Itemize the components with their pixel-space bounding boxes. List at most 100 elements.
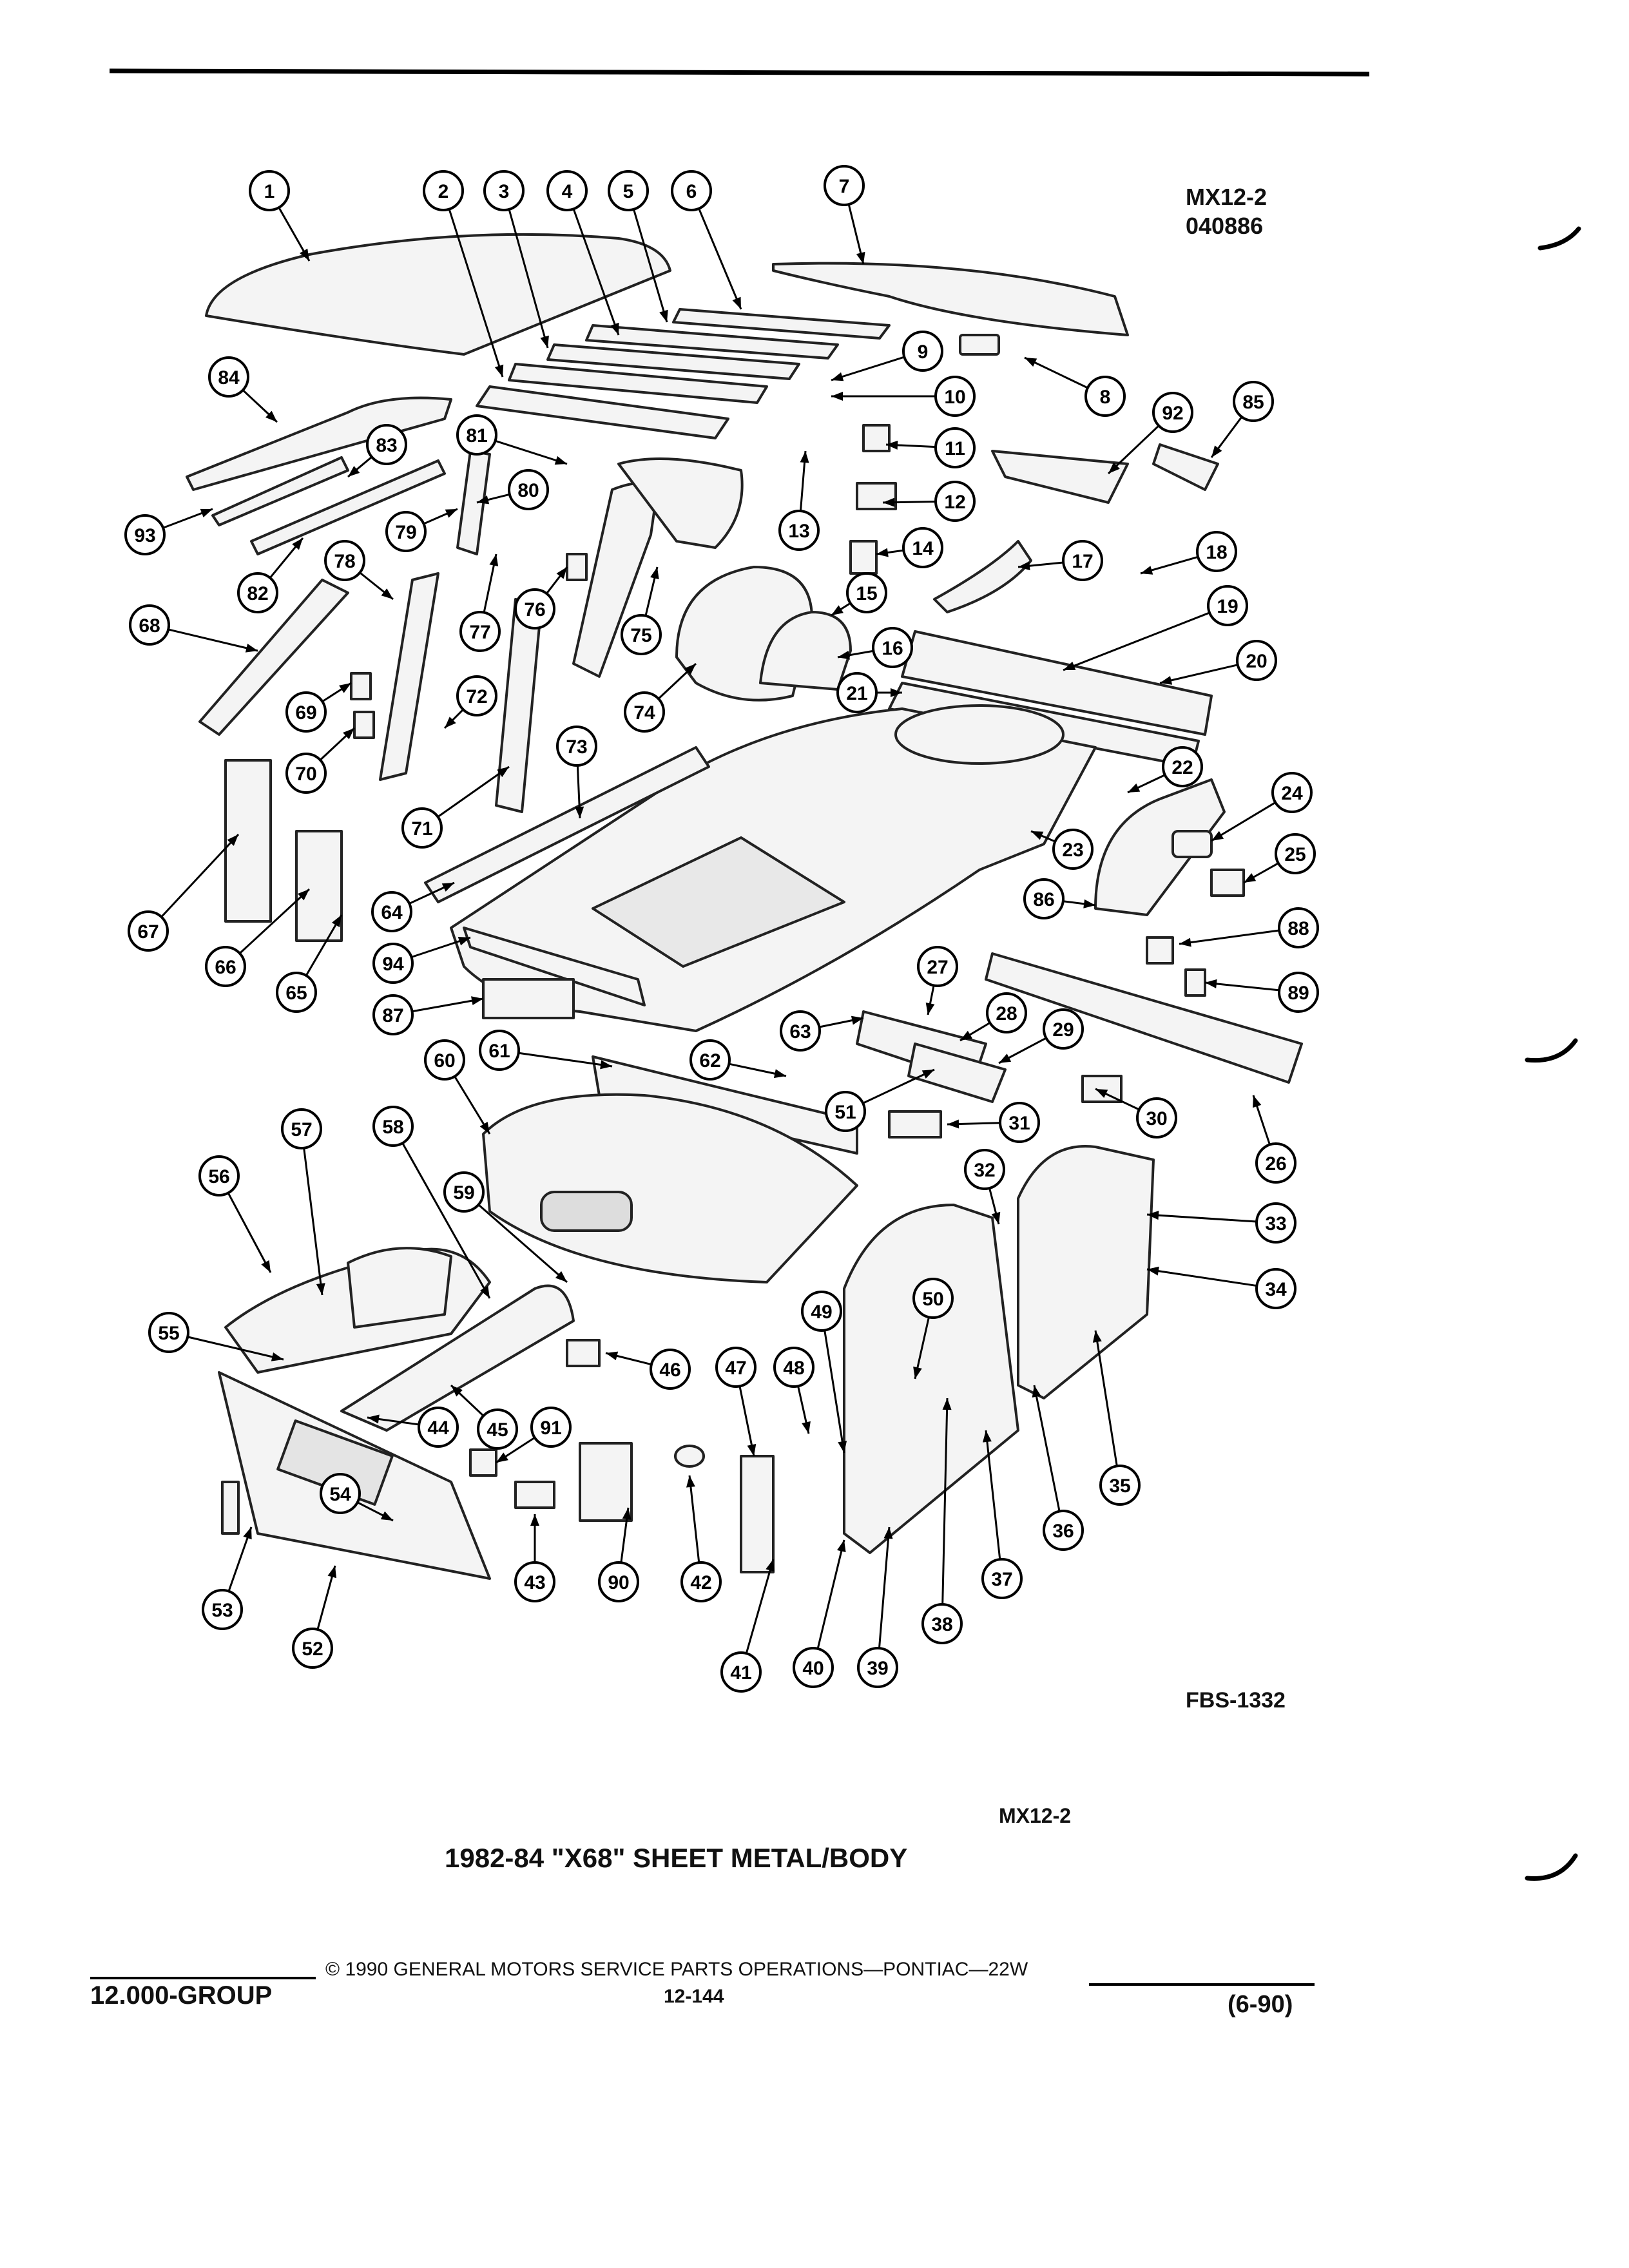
callout-4: 4 [546,170,620,336]
callout-circle [285,691,327,733]
callout-arrowhead [1253,1095,1262,1108]
rear-quarter-upper [933,540,1032,613]
callout-circle [671,170,712,211]
callout-arrowhead [1031,831,1044,840]
callout-40: 40 [793,1539,846,1688]
front-floor-sill [463,927,646,1006]
rear-floor-bracket [1081,1075,1123,1103]
callout-number: 74 [633,702,655,724]
callout-26: 26 [1252,1095,1296,1184]
lower-brace [221,1481,240,1535]
callout-number: 52 [302,1639,323,1660]
callout-circle [964,1149,1005,1190]
callout-leader [168,628,258,652]
callout-number: 91 [540,1418,561,1439]
front-pillar-upper [456,450,491,555]
callout-86: 86 [1023,878,1096,919]
callout-50: 50 [912,1278,954,1379]
dash-heater-opening [540,1191,633,1232]
callout-circle [372,994,414,1035]
callout-54: 54 [320,1473,394,1522]
callout-63: 63 [780,1010,864,1052]
floor-tunnel [592,836,845,968]
callout-leader [227,1192,272,1273]
callout-number: 18 [1206,542,1227,563]
callout-47: 47 [715,1347,757,1457]
callout-6: 6 [671,170,742,310]
callout-arrowhead [200,508,213,517]
callout-circle [443,1171,485,1213]
callout-leader [303,1148,323,1296]
callout-arrowhead [555,1271,567,1282]
callout-arrowhead [496,1452,508,1463]
callout-circle [479,1030,520,1071]
callout-number: 16 [882,638,903,659]
callout-leader [1179,929,1280,945]
callout-arrowhead [851,1015,863,1025]
callout-41: 41 [720,1559,775,1693]
footer-group: 12.000-GROUP [90,1981,273,2010]
callout-number: 85 [1242,392,1264,413]
callout-number: 86 [1033,889,1054,910]
callout-circle [148,1312,189,1353]
callout-arrowhead [876,548,889,557]
callout-leader [1063,611,1210,671]
callout-76: 76 [514,566,568,629]
callout-circle [621,614,662,655]
callout-arrowhead [451,1385,463,1397]
callout-circle [773,1347,815,1388]
part-drawings [186,233,1303,1580]
cowl-side-duct [907,1043,1007,1103]
callout-arrowhead [1018,561,1030,571]
callout-circle [1152,392,1193,433]
callout-10: 10 [831,376,976,417]
callout-number: 83 [376,435,397,456]
callout-number: 77 [469,622,490,643]
callout-number: 60 [434,1050,455,1072]
callout-leader [816,1539,845,1649]
callout-74: 74 [624,662,697,733]
callout-2: 2 [423,170,504,378]
callout-arrowhead [999,1053,1012,1063]
callout-circle [477,1408,518,1450]
callout-arrowhead [1092,1331,1102,1343]
callout-circle [483,170,525,211]
fbs-code: FBS-1332 [1186,1688,1286,1713]
callout-circle [508,469,549,510]
callout-number: 6 [686,181,697,202]
roof-panel [205,233,671,356]
rear-header-panel [991,450,1129,504]
callout-34: 34 [1146,1266,1296,1309]
callout-number: 81 [466,425,487,447]
callout-circle [650,1349,691,1390]
callout-49: 49 [801,1291,847,1454]
callout-circle [1278,907,1319,948]
callout-number: 93 [134,525,155,546]
callout-leader [745,1559,775,1654]
callout-arrowhead [773,1069,786,1079]
callout-circle [530,1407,572,1448]
callout-arrowhead [838,650,850,660]
callout-circle [912,1278,954,1319]
callout-circle [459,611,501,652]
callout-leader [305,914,343,976]
callout-number: 59 [453,1182,474,1204]
tail-lamp-lens [1210,869,1245,897]
callout-number: 68 [139,615,160,637]
roof-bow [508,363,768,404]
callout-number: 15 [856,583,877,604]
callout-arrowhead [686,1475,695,1488]
callout-circle [824,165,865,206]
callout-arrowhead [367,1414,380,1424]
rear-wheelhouse-inner [759,611,852,691]
callout-arrowhead [300,248,309,261]
callout-11: 11 [885,427,976,468]
callout-36: 36 [1032,1385,1084,1551]
callout-94: 94 [372,936,471,984]
cowl-bracket [888,1110,942,1139]
callout-number: 40 [802,1658,824,1679]
callout-number: 51 [834,1102,856,1123]
pillar-brace [350,672,372,700]
callout-16: 16 [837,627,913,668]
